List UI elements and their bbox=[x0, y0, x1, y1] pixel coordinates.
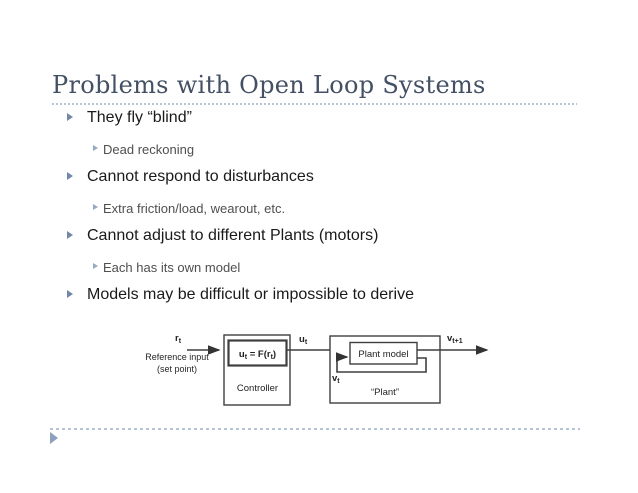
triangle-bullet-icon bbox=[67, 172, 73, 180]
bullet-item: Models may be difficult or impossible to… bbox=[66, 284, 586, 305]
controller-equation-box bbox=[227, 339, 288, 367]
controller-equation: ut = F(rt) bbox=[239, 349, 276, 361]
bullet-text: Extra friction/load, wearout, etc. bbox=[103, 201, 286, 216]
u-t-label: ut bbox=[299, 334, 308, 346]
footer-triangle-icon bbox=[50, 432, 58, 444]
footer-dashed-line bbox=[50, 428, 580, 430]
bullet-item: Cannot adjust to different Plants (motor… bbox=[66, 225, 586, 246]
v-t-label: vt bbox=[332, 373, 340, 385]
sub-bullet-item: Each has its own model bbox=[66, 259, 586, 276]
bullet-text: Each has its own model bbox=[103, 260, 241, 275]
triangle-bullet-icon bbox=[93, 263, 98, 269]
bullet-text: Models may be difficult or impossible to… bbox=[87, 286, 414, 303]
controller-label: Controller bbox=[237, 383, 278, 394]
bullet-text: Cannot respond to disturbances bbox=[87, 168, 314, 185]
title-divider-dotted-line bbox=[52, 103, 577, 105]
v-t-plus-1-label: vt+1 bbox=[447, 333, 463, 345]
triangle-bullet-icon bbox=[93, 145, 98, 151]
bullet-list: They fly “blind” Dead reckoning Cannot r… bbox=[66, 107, 586, 318]
plant-label: “Plant” bbox=[371, 387, 399, 398]
bullet-item: They fly “blind” bbox=[66, 107, 586, 128]
sub-bullet-item: Extra friction/load, wearout, etc. bbox=[66, 200, 586, 217]
bullet-text: They fly “blind” bbox=[87, 109, 192, 126]
bullet-text: Cannot adjust to different Plants (motor… bbox=[87, 227, 379, 244]
bullet-text: Dead reckoning bbox=[103, 142, 195, 157]
triangle-bullet-icon bbox=[67, 290, 73, 298]
reference-input-caption: Reference input bbox=[145, 352, 209, 362]
triangle-bullet-icon bbox=[67, 231, 73, 239]
triangle-bullet-icon bbox=[67, 113, 73, 121]
r-t-label: rt bbox=[175, 333, 182, 345]
sub-bullet-item: Dead reckoning bbox=[66, 141, 586, 158]
feedback-loop-arrow bbox=[335, 352, 427, 373]
plant-model-label: Plant model bbox=[358, 349, 408, 360]
plant-model-box bbox=[349, 341, 418, 365]
triangle-bullet-icon bbox=[93, 204, 98, 210]
bullet-item: Cannot respond to disturbances bbox=[66, 166, 586, 187]
set-point-caption: (set point) bbox=[157, 364, 197, 374]
slide-title: Problems with Open Loop Systems bbox=[52, 71, 486, 99]
